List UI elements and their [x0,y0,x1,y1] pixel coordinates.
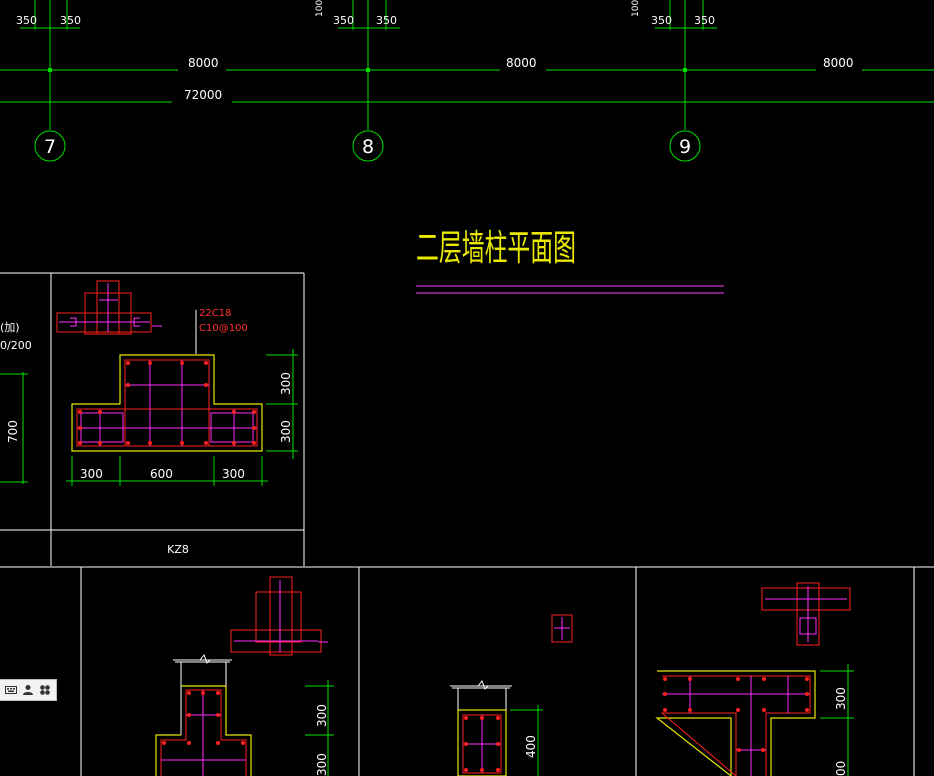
dim-bottom: 300 [80,467,103,481]
bay-dimension: 8000 [188,56,219,70]
spacing-label: 350 [16,14,37,27]
rebar-stirrup-label: C10@100 [199,323,248,334]
dim-bottom: 300 [222,467,245,481]
person-icon[interactable] [20,683,35,698]
detail-table-frame [0,272,305,566]
offset-dim-label: 100 [315,0,325,17]
settings-icon[interactable] [38,683,53,698]
detail-3-section [655,582,854,776]
kz8-dimensions: 300 600 300 300 300 [66,349,298,486]
bay-dimension: 8000 [506,56,537,70]
axis-label-9: 9 [679,136,691,158]
partial-note: 0/200 [0,339,32,352]
spacing-label: 350 [376,14,397,27]
rebar-main-label: 22C18 [199,308,231,319]
axis-label-7: 7 [44,136,56,158]
detail-1-dim: 300 [315,704,329,727]
dim-right: 300 [279,420,293,443]
axis-bubble-9 [669,130,701,162]
detail-1-section [155,576,334,776]
detail-1-dim: 300 [315,753,329,776]
drawing-title: 二层墙柱平面图 [416,228,576,269]
total-dimension: 72000 [184,88,222,102]
spacing-label: 350 [694,14,715,27]
dim-right: 300 [279,372,293,395]
kz8-annotation: 22C18 C10@100 [195,308,248,354]
floating-toolbar [0,679,57,701]
axis-label-8: 8 [362,136,374,158]
detail-2-section [450,614,573,776]
axis-bubble-7 [34,130,66,162]
left-partial-detail: (加) 0/200 700 [0,321,32,484]
spacing-label: 350 [60,14,81,27]
axis-grid [0,0,934,162]
axis-labels: 350 350 350 350 350 350 100 100 8000 800… [16,0,854,158]
keyboard-icon[interactable] [3,683,18,698]
partial-dim: 700 [6,420,20,443]
detail-3-dim: 300 [834,687,848,710]
spacing-label: 350 [333,14,354,27]
column-name-kz8: KZ8 [167,543,189,556]
axis-bubble-8 [352,130,384,162]
title-underline [416,285,724,294]
kz8-section [71,354,263,452]
offset-dim-label: 100 [631,0,641,17]
kz8-key-plan [56,280,162,335]
spacing-label: 350 [651,14,672,27]
partial-note: (加) [0,321,20,334]
bay-dimension: 8000 [823,56,854,70]
detail-2-dim: 400 [524,735,538,758]
lower-table-frame [0,566,934,776]
dim-bottom: 600 [150,467,173,481]
detail-3-dim: 00 [834,761,848,776]
